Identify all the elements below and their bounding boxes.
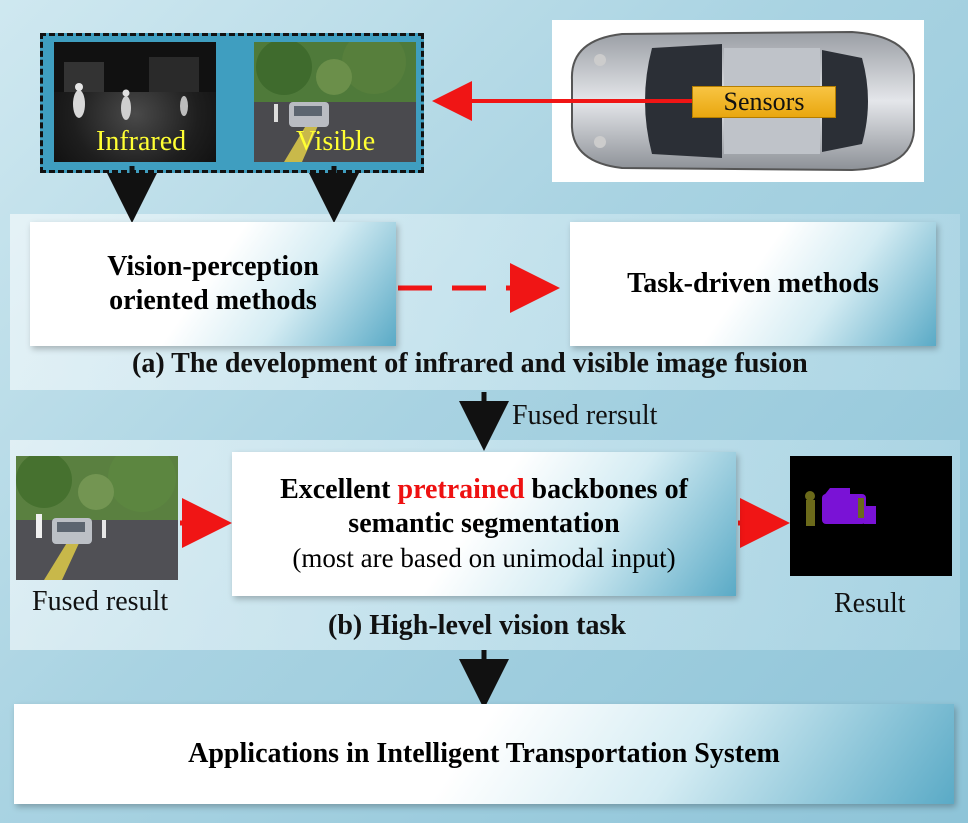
backbone-line1-suffix: backbones of [524, 474, 688, 505]
visible-scene-icon [254, 42, 416, 162]
task-driven-label: Task-driven methods [627, 268, 879, 299]
backbone-line2: semantic segmentation [348, 508, 620, 539]
vision-perception-box: Vision-perception oriented methods [30, 222, 396, 346]
segmentation-result-image [790, 456, 952, 576]
result-label: Result [834, 588, 906, 619]
applications-box: Applications in Intelligent Transportati… [14, 704, 954, 804]
fused-result-image [16, 456, 178, 580]
vision-perception-line2: oriented methods [109, 285, 317, 316]
sensors-label: Sensors [723, 87, 805, 116]
infrared-image [54, 42, 216, 162]
task-driven-box: Task-driven methods [570, 222, 936, 346]
visible-label: Visible [296, 126, 376, 157]
infrared-label: Infrared [96, 126, 187, 157]
visible-image [254, 42, 416, 162]
sensors-box: Sensors [692, 86, 836, 118]
fused-result-label: Fused result [32, 586, 169, 617]
infrared-scene-icon [54, 42, 216, 120]
pretrained-highlight: pretrained [397, 474, 525, 505]
segmentation-mask-icon [805, 488, 876, 526]
fused-arrow-label: Fused rersult [512, 400, 658, 431]
panel-a-caption: (a) The development of infrared and visi… [132, 348, 808, 379]
vision-perception-line1: Vision-perception [107, 251, 319, 282]
applications-label: Applications in Intelligent Transportati… [188, 738, 780, 769]
backbone-line1: Excellent pretrained backbones of [280, 473, 688, 507]
backbone-line1-prefix: Excellent [280, 474, 398, 505]
backbone-box: Excellent pretrained backbones of semant… [232, 452, 736, 596]
fused-scene-icon [16, 456, 178, 580]
backbone-line3: (most are based on unimodal input) [292, 543, 676, 573]
panel-b-caption: (b) High-level vision task [328, 610, 626, 641]
